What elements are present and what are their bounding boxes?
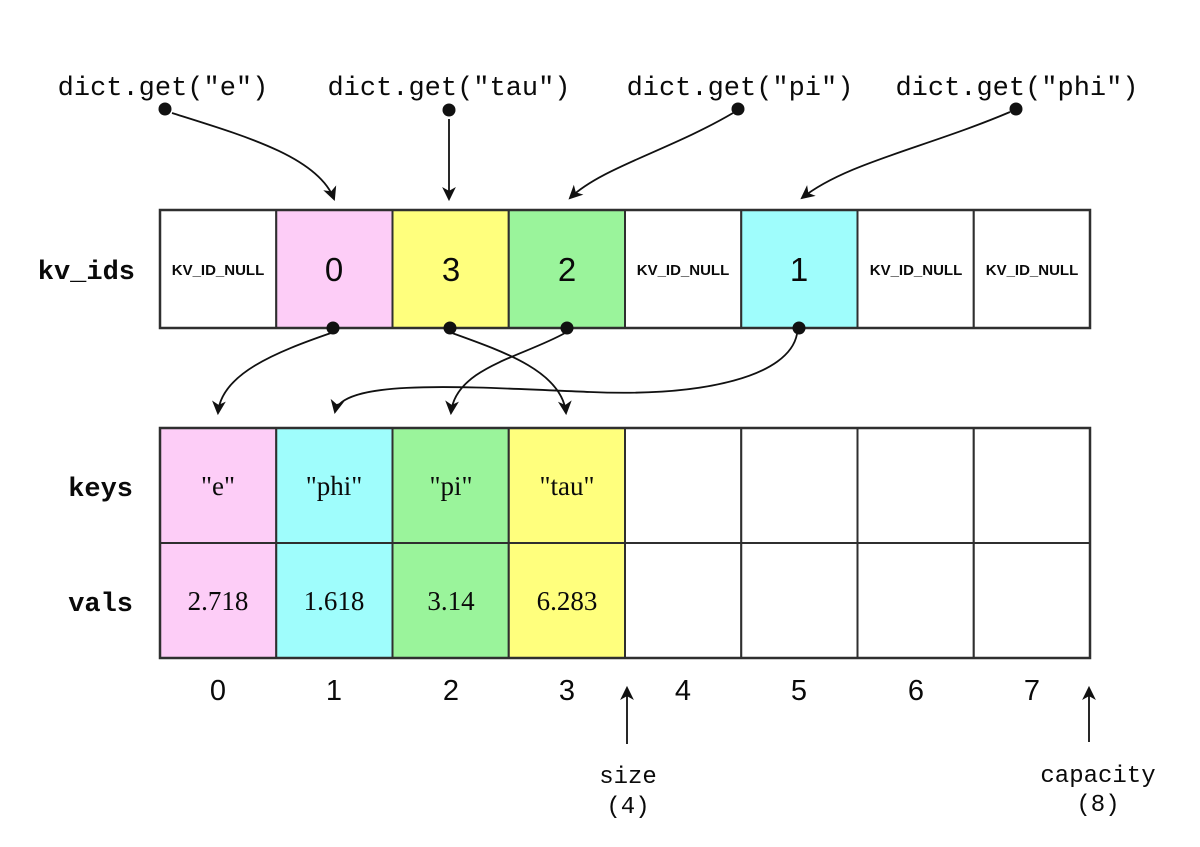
vals-cell-1: [275, 542, 394, 659]
kv-ids-value-4: KV_ID_NULL: [637, 262, 730, 279]
keys-cell-3: [507, 427, 626, 544]
kv-ids-value-1: 0: [325, 251, 343, 288]
index-label-0: 0: [210, 675, 226, 707]
keys-row-label: keys: [68, 475, 133, 505]
keys-cell-6: [856, 427, 975, 544]
arrow-slot3-to-key2: [445, 332, 566, 416]
vals-cell-4: [624, 542, 743, 659]
kv-ids-cell-5: [740, 209, 859, 329]
index-label-4: 4: [675, 675, 691, 707]
capacity-label: capacity: [1040, 763, 1155, 790]
index-label-6: 6: [908, 675, 924, 707]
arrow-e-to-slot1: [171, 112, 337, 201]
lookup-dot-tau: [442, 103, 456, 117]
arrow-slot1-to-key0: [212, 332, 332, 416]
arrow-pi-to-slot3: [568, 112, 734, 200]
lookup-dot-e: [158, 102, 172, 116]
kv-ids-value-3: 2: [558, 251, 576, 288]
lookup-label-e: dict.get("e"): [58, 74, 269, 104]
keys-value-0: "e": [201, 471, 235, 501]
kv-ids-value-2: 3: [442, 251, 460, 288]
index-label-3: 3: [559, 675, 575, 707]
vals-cell-2: [391, 542, 510, 659]
keys-value-2: "pi": [429, 471, 472, 501]
keys-cell-5: [740, 427, 859, 544]
slot3-dot: [560, 321, 574, 335]
slot5-dot: [792, 321, 806, 335]
vals-cell-3: [507, 542, 626, 659]
vals-value-2: 3.14: [427, 586, 475, 616]
index-label-5: 5: [791, 675, 807, 707]
capacity-value: (8): [1076, 792, 1119, 819]
arrow-slot2-to-key3: [451, 332, 572, 416]
vals-value-3: 6.283: [537, 586, 598, 616]
index-label-7: 7: [1024, 675, 1040, 707]
lookup-label-pi: dict.get("pi"): [627, 74, 854, 104]
lookup-label-phi: dict.get("phi"): [895, 74, 1138, 104]
keys-vals-outline: [158, 426, 1092, 660]
kv-ids-value-6: KV_ID_NULL: [870, 262, 963, 279]
index-label-2: 2: [443, 675, 459, 707]
arrow-phi-to-slot5: [800, 111, 1011, 200]
keys-cell-2: [391, 427, 510, 544]
lookup-dot-phi: [1009, 102, 1023, 116]
vals-value-1: 1.618: [304, 586, 365, 616]
vals-cell-6: [856, 542, 975, 659]
lookup-dot-pi: [731, 102, 745, 116]
keys-cell-4: [624, 427, 743, 544]
keys-value-1: "phi": [306, 471, 363, 501]
vals-cell-7: [972, 542, 1091, 659]
kv-ids-value-5: 1: [790, 251, 808, 288]
kv-ids-row-label: kv_ids: [38, 258, 135, 288]
arrow-slot5-to-key1: [330, 333, 798, 415]
slot1-dot: [326, 321, 340, 335]
keys-value-3: "tau": [539, 471, 594, 501]
vals-value-0: 2.718: [188, 586, 249, 616]
vals-cell-5: [740, 542, 859, 659]
keys-cell-7: [972, 427, 1091, 544]
vals-row-label: vals: [68, 590, 133, 620]
kv-ids-value-0: KV_ID_NULL: [172, 262, 265, 279]
size-value: (4): [606, 794, 649, 821]
index-label-1: 1: [326, 675, 342, 707]
kv-ids-outline: [158, 208, 1092, 330]
kv-ids-value-7: KV_ID_NULL: [986, 262, 1079, 279]
lookup-label-tau: dict.get("tau"): [327, 74, 570, 104]
kv-ids-cell-1: [275, 209, 394, 329]
size-label: size: [599, 764, 657, 791]
slot2-dot: [443, 321, 457, 335]
vals-cell-0: [159, 542, 278, 659]
